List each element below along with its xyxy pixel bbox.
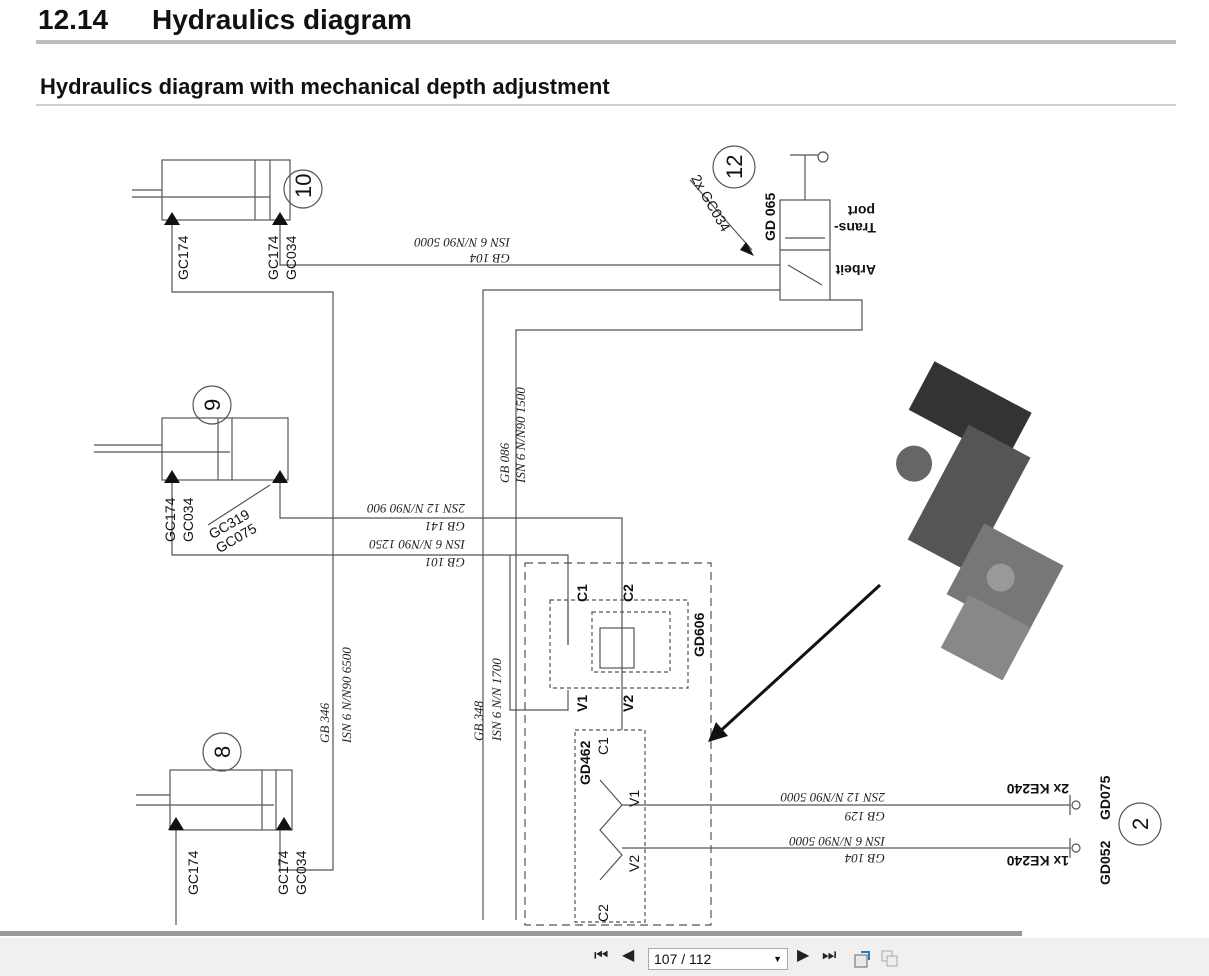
hose-gb086: GB 086 <box>497 442 512 483</box>
hose-gb101: GB 101 <box>425 555 465 570</box>
valve-gd462 <box>574 729 646 923</box>
last-page-icon[interactable]: ⏭ <box>822 947 837 964</box>
hose-isn-6500: ISN 6 N/N90 6500 <box>339 647 354 744</box>
valve-block-photo <box>896 361 1064 681</box>
hose-gb346: GB 346 <box>317 702 332 743</box>
port-v1-gd606: V1 <box>574 695 590 712</box>
hose-isn-1700: ISN 6 N/N 1700 <box>489 658 504 742</box>
subsection-title: Hydraulics diagram with mechanical depth… <box>40 74 610 99</box>
port-v2-gd462: V2 <box>626 855 642 872</box>
valve-gd606 <box>549 599 689 689</box>
port-c1-gd462: C1 <box>595 737 611 755</box>
valve-12-number: 12 <box>722 155 747 179</box>
cylinder-10-badge <box>283 169 323 209</box>
hose-gb141: GB 141 <box>425 519 465 534</box>
port-label-gc034-8: GC034 <box>293 850 309 895</box>
port-label-gc174-8b: GC174 <box>275 850 291 895</box>
cylinder-9-number: 9 <box>200 399 225 411</box>
prev-page-icon[interactable]: ◀ <box>622 947 635 964</box>
port-label-gc174-8: GC174 <box>185 850 201 895</box>
cylinder-10-number: 10 <box>291 174 316 198</box>
control-block <box>524 562 712 926</box>
hose-isn-1250: ISN 6 N/N90 1250 <box>369 537 466 552</box>
rotate-page-icon[interactable] <box>853 949 873 969</box>
port-c2-gd462: C2 <box>595 904 611 922</box>
label-gd065: GD 065 <box>762 193 778 241</box>
port-label-gc174-10: GC174 <box>175 235 191 280</box>
cylinder-8-number: 8 <box>210 746 235 758</box>
label-port: port <box>847 203 875 219</box>
hose-2sn-900: 2SN 12 N/N90 900 <box>367 501 465 516</box>
port-v2-gd606: V2 <box>620 695 636 712</box>
chevron-down-icon[interactable]: ▼ <box>773 954 782 964</box>
coupling-2-badge <box>1118 802 1162 846</box>
subheading-rule <box>36 104 1176 106</box>
valve-12-badge <box>712 145 756 189</box>
fit-page-icon[interactable] <box>880 949 900 969</box>
label-gd462: GD462 <box>577 740 593 785</box>
first-page-icon[interactable]: ⏮ <box>594 947 609 964</box>
heading-rule <box>36 40 1176 44</box>
label-2x-gc034: 2x GC034 <box>688 172 733 235</box>
hose-gb104-bottom: GB 104 <box>844 851 885 866</box>
page-toolbar <box>0 938 1209 976</box>
hose-2sn-5000: 2SN 12 N/N90 5000 <box>780 790 885 805</box>
hose-gb346-line <box>171 225 334 871</box>
label-arbeit: Arbeit <box>835 262 876 278</box>
cylinder-9-body <box>161 417 289 481</box>
hydraulics-diagram: 10 9 8 12 2 GC174 GC174 GC034 GC174 GC03… <box>94 145 1162 926</box>
label-gd606: GD606 <box>691 612 707 657</box>
label-1x-ke240: 1x KE240 <box>1007 853 1069 869</box>
hose-gb104-line <box>279 225 780 266</box>
page-number-input[interactable]: 107 / 112 ▼ <box>648 948 788 970</box>
hose-isn-5000-top: ISN 6 N/N90 5000 <box>414 235 511 250</box>
next-page-icon[interactable]: ▶ <box>797 947 810 964</box>
section-heading: 12.14 Hydraulics diagram <box>38 4 412 36</box>
hose-isn-5000-bottom: ISN 6 N/N90 5000 <box>789 834 886 849</box>
port-c1-gd606: C1 <box>574 584 590 602</box>
port-label-gc034-9: GC034 <box>180 497 196 542</box>
hose-isn-1500: ISN 6 N/N90 1500 <box>513 387 528 484</box>
hose-gb104-top: GB 104 <box>469 251 510 266</box>
port-c2-gd606: C2 <box>620 584 636 602</box>
port-label-gc034-10: GC034 <box>283 235 299 280</box>
cylinder-9-badge <box>192 385 232 425</box>
hose-gb348: GB 348 <box>471 700 486 741</box>
page-number-value: 107 / 112 <box>654 951 712 967</box>
cylinder-8-badge <box>202 732 242 772</box>
coupling-2-number: 2 <box>1128 818 1153 830</box>
cylinder-10-body <box>161 159 291 221</box>
label-gd052: GD052 <box>1097 840 1113 885</box>
hose-gb129: GB 129 <box>844 809 885 824</box>
section-title: Hydraulics diagram <box>152 4 412 35</box>
port-label-gc174-10b: GC174 <box>265 235 281 280</box>
label-trans: Trans- <box>834 220 876 236</box>
port-v1-gd462: V1 <box>626 790 642 807</box>
label-gd075: GD075 <box>1097 775 1113 820</box>
document-scrollbar[interactable] <box>0 931 1022 936</box>
cylinder-8-body <box>169 769 293 831</box>
section-number: 12.14 <box>38 4 109 35</box>
label-2x-ke240: 2x KE240 <box>1007 781 1069 797</box>
port-label-gc174-9: GC174 <box>162 497 178 542</box>
